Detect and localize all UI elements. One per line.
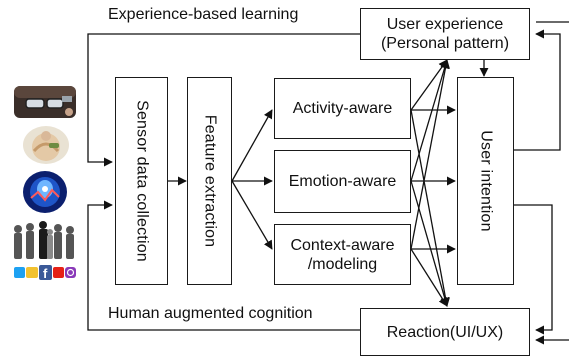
top-feedback-arrow bbox=[87, 33, 360, 167]
user-experience-label: User experience bbox=[386, 16, 504, 33]
emotion-aware-box: Emotion-aware bbox=[274, 150, 411, 213]
context-to-experience-arrow bbox=[410, 59, 450, 250]
emotion-to-reaction-arrow bbox=[410, 180, 450, 307]
svg-text:f: f bbox=[43, 266, 48, 281]
feature-extraction-label: Feature extraction bbox=[201, 114, 218, 248]
experience-based-learning-label: Experience-based learning bbox=[108, 6, 299, 23]
emotion-aware-label: Emotion-aware bbox=[288, 173, 397, 190]
sensor-data-collection-label: Sensor data collection bbox=[133, 100, 150, 262]
feature-to-activity-arrow bbox=[231, 109, 273, 182]
intention-to-reaction-arrow bbox=[514, 204, 553, 335]
feature-extraction-box: Feature extraction bbox=[187, 77, 232, 285]
user-intention-label: User intention bbox=[477, 130, 494, 232]
activity-aware-box: Activity-aware bbox=[274, 78, 411, 139]
context-aware-modeling-box: Context-aware /modeling bbox=[274, 224, 411, 285]
reaction-box: Reaction(UI/UX) bbox=[360, 308, 530, 356]
bottom-feedback-arrow bbox=[87, 200, 360, 331]
modeling-label: /modeling bbox=[307, 255, 378, 273]
reaction-label: Reaction(UI/UX) bbox=[386, 323, 504, 341]
personal-pattern-label: (Personal pattern) bbox=[380, 35, 510, 52]
activity-aware-label: Activity-aware bbox=[292, 100, 393, 117]
feature-to-context-arrow bbox=[231, 180, 273, 250]
social-media-logos-icon: f bbox=[14, 265, 76, 281]
context-aware-label: Context-aware bbox=[290, 236, 395, 254]
context-to-reaction-arrow bbox=[410, 248, 448, 307]
user-experience-box: User experience (Personal pattern) bbox=[360, 8, 530, 60]
smart-glasses-photo-icon bbox=[14, 86, 76, 118]
people-silhouettes-icon bbox=[12, 220, 80, 260]
user-intention-box: User intention bbox=[457, 77, 514, 285]
emotion-to-experience-arrow bbox=[410, 59, 450, 182]
sensor-data-collection-box: Sensor data collection bbox=[115, 77, 168, 285]
human-augmented-cognition-label: Human augmented cognition bbox=[108, 305, 313, 322]
body-sensor-photo-icon bbox=[22, 125, 70, 165]
intention-right-feedback-arrow bbox=[514, 29, 561, 151]
activity-to-reaction-arrow bbox=[410, 109, 450, 307]
emotion-brain-photo-icon bbox=[22, 170, 68, 214]
